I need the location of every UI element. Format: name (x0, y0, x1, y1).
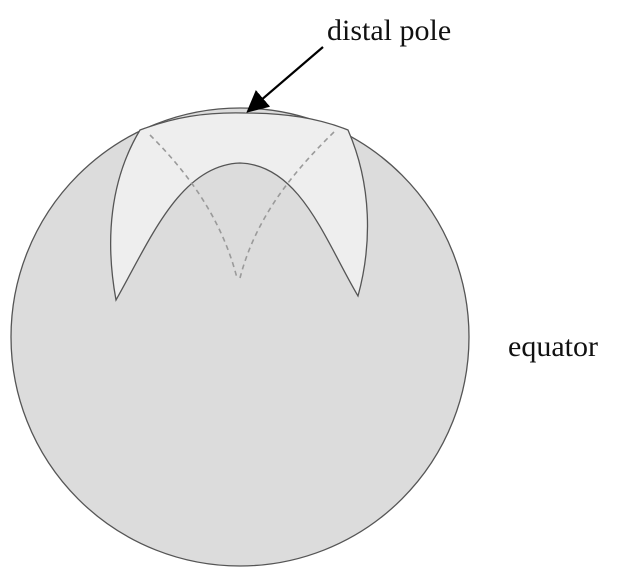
dashed-line-right (239, 131, 335, 279)
distal-pole-label: distal pole (327, 14, 451, 47)
sphere (10, 107, 470, 567)
equator-label: equator (508, 330, 598, 363)
distal-pole-arrow (246, 46, 324, 113)
distal-lobe (110, 112, 369, 302)
dashed-line-left (149, 134, 238, 279)
